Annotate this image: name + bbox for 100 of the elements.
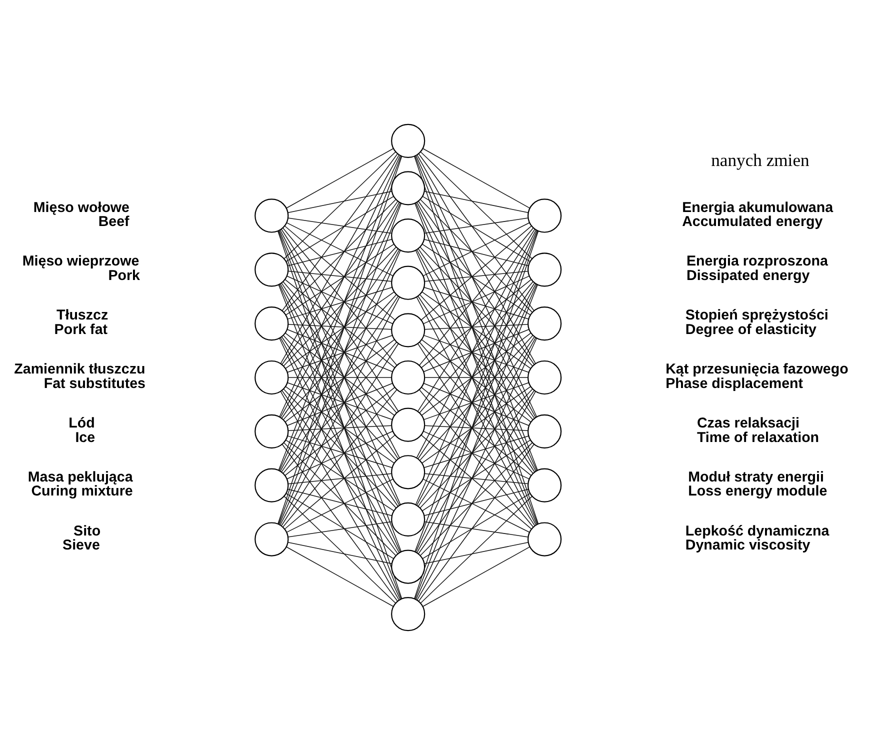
connector	[424, 270, 528, 282]
connector	[282, 200, 398, 364]
node-label: Lód	[68, 414, 95, 431]
connector	[424, 435, 529, 468]
node-label: Accumulated energy	[682, 214, 823, 230]
connector	[420, 434, 532, 529]
connector	[420, 246, 533, 366]
node-circle	[527, 252, 562, 286]
node-circle	[254, 252, 289, 286]
label: nanych zmien	[711, 150, 810, 170]
node-circle	[527, 414, 562, 448]
node-label: Zamiennik tłuszczu	[14, 361, 146, 378]
node-label: Tłuszcz	[56, 307, 108, 324]
connector	[284, 495, 396, 604]
connector	[286, 243, 394, 315]
node-circle	[391, 123, 426, 158]
connector	[288, 238, 392, 266]
node-label: Kąt przesunięcia fazowego	[666, 361, 848, 378]
connector	[287, 435, 392, 468]
connector	[280, 154, 400, 364]
node-circle	[391, 170, 426, 205]
node-label: Fat substitutes	[44, 375, 146, 392]
node-label: Energia akumulowana	[682, 199, 834, 216]
connector	[286, 275, 394, 324]
connector	[424, 323, 528, 330]
connector	[288, 376, 392, 378]
connector	[282, 227, 398, 366]
node-circle	[527, 198, 562, 232]
connector	[422, 291, 531, 368]
connector	[278, 155, 402, 470]
node-label: Moduł straty energii	[688, 468, 824, 485]
connector	[288, 190, 392, 212]
connector	[416, 336, 536, 553]
node-label: Masa peklująca	[28, 468, 133, 485]
connector	[416, 154, 536, 364]
connector	[423, 328, 530, 372]
connector	[288, 217, 392, 234]
connector	[414, 284, 538, 599]
connector	[279, 202, 401, 470]
connector	[284, 225, 396, 320]
connector	[284, 434, 396, 529]
node-circle	[527, 468, 562, 502]
connector	[288, 270, 392, 282]
node-circle	[391, 454, 426, 489]
connector	[418, 390, 535, 554]
connector	[416, 337, 537, 600]
node-label: Mięso wołowe	[33, 199, 130, 216]
node-label: Sieve	[62, 537, 100, 554]
connector	[285, 386, 394, 463]
node-circle	[391, 596, 426, 631]
connector	[286, 382, 393, 426]
connector	[423, 382, 530, 426]
connector	[418, 200, 535, 364]
connector	[422, 243, 531, 315]
connector	[415, 202, 538, 470]
connector	[424, 424, 528, 431]
connector	[288, 520, 392, 537]
node-circle	[254, 306, 289, 340]
connector	[284, 386, 396, 476]
connector	[424, 520, 528, 537]
node-circle	[254, 198, 289, 232]
connector	[421, 386, 532, 476]
connector	[416, 154, 537, 417]
node-circle	[527, 306, 562, 340]
connector	[422, 546, 530, 606]
connector	[416, 390, 536, 600]
connector	[283, 246, 396, 366]
node-circle	[254, 360, 289, 394]
connector	[279, 284, 401, 552]
connector	[286, 328, 393, 372]
node-circle	[527, 360, 562, 394]
connector	[286, 195, 394, 262]
connector	[279, 338, 401, 600]
connector	[424, 488, 529, 516]
connector	[285, 291, 394, 368]
connector	[422, 332, 532, 415]
connector	[420, 151, 532, 259]
node-label: Pork fat	[54, 321, 108, 338]
connector	[286, 546, 394, 606]
connector	[286, 492, 394, 559]
connector	[288, 424, 392, 431]
connector	[288, 323, 392, 330]
node-circle	[391, 265, 426, 300]
connector	[418, 152, 534, 310]
connector	[424, 376, 528, 378]
connector	[422, 148, 530, 208]
connector	[422, 195, 531, 262]
connector	[286, 430, 394, 479]
node-label: Pork	[108, 268, 140, 284]
node-circle	[254, 522, 289, 556]
node-label: Mięso wieprzowe	[22, 253, 140, 270]
connector	[284, 278, 396, 368]
connector	[420, 225, 532, 320]
connector	[424, 542, 529, 564]
connector	[420, 495, 532, 603]
connector	[422, 492, 531, 559]
connector	[282, 153, 398, 311]
connector	[422, 386, 531, 463]
connector	[286, 148, 394, 208]
connector	[283, 388, 396, 508]
